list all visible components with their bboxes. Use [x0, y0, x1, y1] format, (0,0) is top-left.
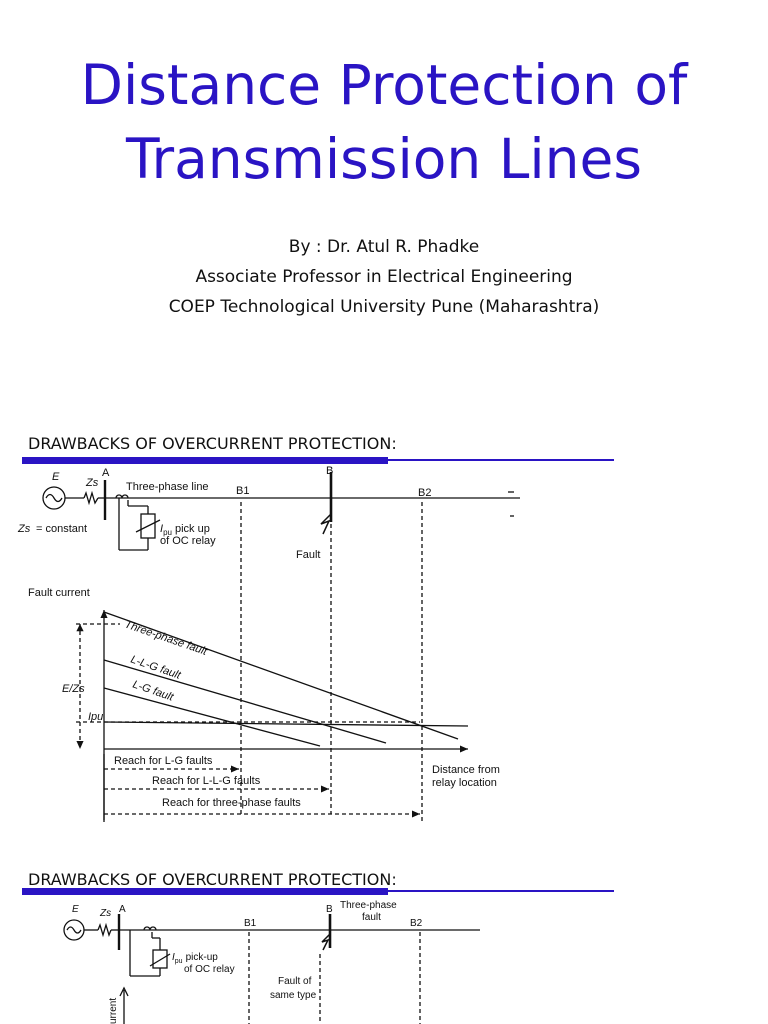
fault-symbol: [320, 513, 332, 535]
line-label: Three-phase line: [126, 481, 209, 493]
distance-axis-label-1: Distance from: [432, 764, 500, 776]
oc-relay-label: of OC relay: [160, 535, 216, 547]
fault-label: Fault: [296, 549, 320, 561]
zs-constant-label: = constant: [36, 523, 87, 535]
reach-3ph-label: Reach for three-phase faults: [162, 797, 301, 809]
title-line-2: Transmission Lines: [125, 127, 643, 191]
fault-symbol-2: [321, 933, 331, 951]
node-b1-label: B1: [236, 485, 249, 497]
fault-of-label: Fault of: [278, 976, 312, 987]
overcurrent-diagram-1: E Zs A Three-phase line B1 B B2 Zs = con…: [17, 465, 520, 824]
title-line-1: Distance Protection of: [80, 53, 688, 117]
slide-title: Distance Protection of Transmission Line…: [0, 48, 768, 196]
reach-lg-label: Reach for L-G faults: [114, 755, 213, 767]
section-heading-2: DRAWBACKS OF OVERCURRENT PROTECTION:: [28, 870, 397, 889]
current-axis-label-partial: urrent: [108, 998, 119, 1024]
oc-relay-2: [152, 949, 168, 969]
source-label-2: E: [72, 904, 79, 915]
oc-relay-label-2: of OC relay: [184, 964, 235, 975]
zs-label-2: Zs: [99, 908, 111, 919]
node-a-label: A: [102, 467, 110, 479]
llg-fault-curve: [103, 659, 387, 744]
section-heading-1: DRAWBACKS OF OVERCURRENT PROTECTION:: [28, 434, 397, 453]
fault-current-axis-label: Fault current: [28, 587, 90, 599]
node-a-label-2: A: [119, 904, 126, 915]
author-position: Associate Professor in Electrical Engine…: [195, 267, 573, 287]
fault-type-label-1: Three-phase: [340, 900, 397, 911]
distance-axis-label-2: relay location: [432, 777, 497, 789]
ipu-level-label: Ipu: [88, 711, 103, 723]
zs-label: Zs: [85, 477, 99, 489]
section-rule-2: [22, 888, 614, 895]
ez-level-label: E/Zs: [62, 683, 85, 695]
llg-curve-label: L-L-G fault: [129, 653, 183, 682]
reach-llg-label: Reach for L-L-G faults: [152, 775, 261, 787]
node-b2-label: B2: [418, 487, 431, 499]
node-b-label: B: [326, 465, 333, 477]
section-rule-1: [22, 457, 614, 464]
zs-constant-label-prefix: Zs: [17, 523, 31, 535]
source-label: E: [52, 471, 60, 483]
three-phase-curve-label: Three-phase fault: [123, 618, 209, 658]
three-phase-fault-curve: [103, 611, 459, 740]
source-impedance: [83, 490, 99, 506]
lg-curve-label: L-G fault: [131, 678, 176, 703]
fault-type-label-2: fault: [362, 912, 381, 923]
node-b2-label-2: B2: [410, 918, 423, 929]
same-type-label: same type: [270, 990, 317, 1001]
node-b-label-2: B: [326, 904, 333, 915]
node-b1-label-2: B1: [244, 918, 257, 929]
author-block: By : Dr. Atul R. Phadke Associate Profes…: [0, 232, 768, 322]
author-name: By : Dr. Atul R. Phadke: [288, 237, 480, 257]
lg-fault-curve: [103, 687, 321, 747]
author-affiliation: COEP Technological University Pune (Maha…: [168, 297, 600, 317]
